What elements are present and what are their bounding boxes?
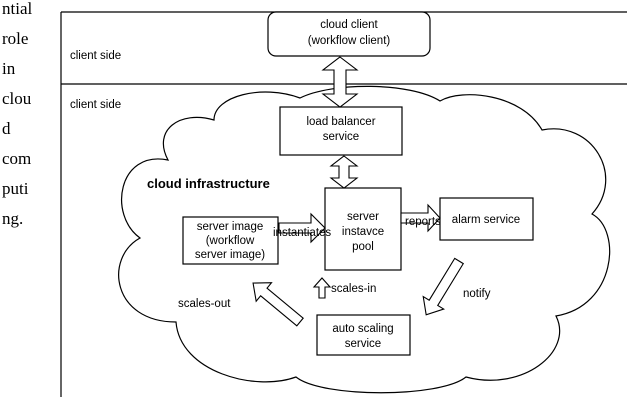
auto-scaling-label: auto scaling [332,323,393,335]
load-balancer-sublabel: service [323,131,359,143]
cloud-infrastructure-label: cloud infrastructure [147,176,270,191]
notify-arrow [422,257,465,316]
text-line: puti [2,179,29,198]
server-instance-pool-node [324,187,402,271]
scales-out-arrow [252,282,304,327]
reports-arrow [400,203,441,233]
instantiates-label: instantiates [273,227,331,239]
server-image-label: server image [197,221,263,233]
alarm-service-label: alarm service [452,214,520,226]
server-pool-label: pool [352,241,374,253]
text-line: clou [2,89,32,108]
load-balancer-label: load balancer [306,116,375,128]
reports-label: reports [405,216,441,228]
scales-in-label: scales-in [331,283,376,295]
text-line: role [2,29,29,48]
text-line: d [2,119,11,138]
text-line: ntial [2,0,33,18]
instantiates-arrow [278,212,326,244]
auto-scaling-node [316,314,411,356]
client-load-balancer-double-arrow [321,56,359,108]
scales-in-arrow [312,277,332,299]
scales-out-label: scales-out [178,298,231,310]
client-side-label: client side [70,99,121,111]
auto-scaling-sublabel: service [345,338,381,350]
server-image-label: (workflow [206,235,255,247]
load-balancer-node [279,106,403,156]
cloud-client-node [267,11,431,57]
server-image-label: server image) [195,249,265,261]
text-line: ng. [2,209,24,228]
load-balancer-pool-double-arrow [329,155,359,189]
scales-out-arrow-shape [252,282,304,327]
server-image-node [182,216,279,265]
notify-label: notify [463,288,491,300]
cloud-client-label: cloud client [320,19,378,31]
server-pool-label: server [347,211,379,223]
text-line: in [2,59,16,78]
notify-arrow-shape [422,257,465,316]
client-side-label: client side [70,50,121,62]
cropped-paper-text: ntial role in clou d com puti ng. [2,0,58,234]
alarm-service-node [439,197,534,241]
cloud-client-sublabel: (workflow client) [308,35,391,47]
server-pool-label: instavce [342,226,384,238]
text-line: com [2,149,32,168]
